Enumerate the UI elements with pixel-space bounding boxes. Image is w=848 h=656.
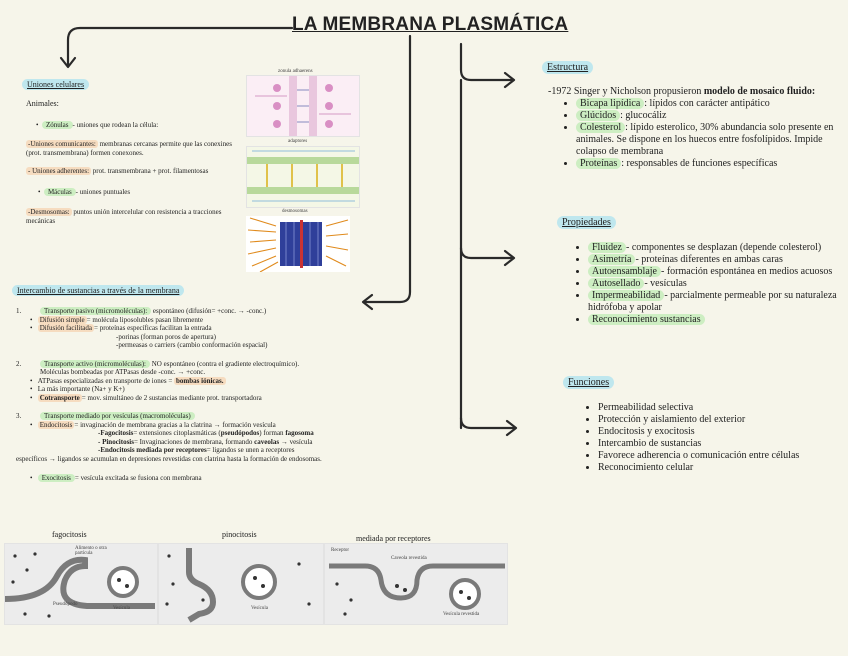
- arrow-uniones: [66, 26, 294, 68]
- fagocitosis-item: -Fagocitosis= extensiones citoplasmática…: [98, 429, 314, 437]
- mas-importante-item: • La más importante (Na+ y K+): [30, 385, 125, 393]
- fagocitosis-caption: fagocitosis: [52, 530, 87, 539]
- funciones-item: Endocitosis y exocitosis: [598, 426, 842, 438]
- funciones-item: Reconocimiento celular: [598, 462, 842, 474]
- pasivo-item: 1.Transporte pasivo (micromoléculas): es…: [16, 307, 267, 315]
- uniones-heading: Uniones celulares: [22, 79, 90, 90]
- fig-label-a: zonula adhaerens: [278, 69, 313, 74]
- estructura-item: Bicapa lipídica: lípidos con carácter an…: [576, 98, 838, 110]
- estructura-content: -1972 Singer y Nicholson propusieron mod…: [548, 86, 838, 170]
- fig-label-c: desmosomas: [282, 209, 308, 214]
- funciones-item: Permeabilidad selectiva: [598, 402, 842, 414]
- intercambio-content: 1.Transporte pasivo (micromoléculas): es…: [16, 307, 406, 483]
- porinas-item: -porinas (forman poros de apertura): [116, 332, 216, 341]
- estructura-heading: Estructura: [542, 61, 594, 74]
- pinocitosis-item: - Pinocitosis= Invaginaciones de membran…: [98, 437, 313, 446]
- fig-label-b: adaptores: [288, 139, 308, 144]
- propiedades-item: Autoensamblaje- formación espontánea en …: [588, 266, 838, 278]
- propiedades-content: Fluidez- componentes se desplazan (depen…: [560, 242, 838, 326]
- propiedades-list: Fluidez- componentes se desplazan (depen…: [560, 242, 838, 326]
- atpasas-item: • ATPasas especializadas en transporte d…: [30, 376, 226, 385]
- receptores-item-2: específicos → ligandos se acumulan en de…: [16, 454, 322, 463]
- arrow-estructura: [459, 42, 514, 82]
- estructura-list: Bicapa lipídica: lípidos con carácter an…: [548, 98, 838, 170]
- arrow-intercambio: [362, 34, 412, 304]
- arrow-funciones: [459, 416, 516, 430]
- fagocitosis-figure: Alimento o otra partícula Pseudópodo Ves…: [4, 543, 158, 625]
- arrow-propiedades: [459, 246, 514, 260]
- propiedades-item: Impermeabilidad- parcialmente permeable …: [588, 290, 838, 314]
- adherentes-item: - Uniones adherentes: prot. transmembran…: [26, 167, 209, 175]
- funciones-item: Protección y aislamiento del exterior: [598, 414, 842, 426]
- estructura-intro: -1972 Singer y Nicholson propusieron mod…: [548, 86, 816, 97]
- difsimple-item: • Difusión simple= molécula liposolubles…: [30, 315, 203, 324]
- vesiculas-item: 3.Transporte mediado por vesículas (macr…: [16, 412, 406, 421]
- desmosomas-figure: [246, 216, 350, 272]
- exocitosis-item: • Exocitosis= vesícula excitada se fusio…: [30, 474, 202, 482]
- funciones-content: Permeabilidad selectiva Protección y ais…: [570, 402, 842, 474]
- pinocitosis-caption: pinocitosis: [222, 530, 257, 539]
- diffac-item: • Difusión facilitada= proteínas específ…: [30, 324, 212, 332]
- pinocitosis-figure: Vesícula: [158, 543, 324, 625]
- desmosomas-item: -Desmosomas: puntos unión intercelular c…: [26, 208, 222, 225]
- adaptores-figure: [246, 146, 360, 208]
- funciones-list: Permeabilidad selectiva Protección y ais…: [570, 402, 842, 474]
- receptores-item: -Endocitosis mediada por receptores= lig…: [98, 446, 295, 454]
- propiedades-item: Reconocimiento sustancias: [588, 314, 838, 326]
- funciones-item: Intercambio de sustancias: [598, 438, 842, 450]
- zonulas-item: • Zónulas- uniones que rodean la célula:: [36, 120, 159, 129]
- activo-item: 2.Transporte activo (micromoléculas): NO…: [16, 359, 300, 368]
- comunicantes-item: -Uniones comunicantes: membranas cercana…: [26, 140, 232, 157]
- zonula-figure: [246, 75, 360, 137]
- propiedades-item: Fluidez- componentes se desplazan (depen…: [588, 242, 838, 254]
- cotransporte-item: • Cotransporte= mov. simultáneo de 2 sus…: [30, 393, 262, 402]
- funciones-heading: Funciones: [563, 376, 615, 389]
- propiedades-item: Asimetría- proteínas diferentes en ambas…: [588, 254, 838, 266]
- propiedades-heading: Propiedades: [557, 216, 616, 229]
- propiedades-item: Autosellado- vesículas: [588, 278, 838, 290]
- intercambio-heading: Intercambio de sustancias a través de la…: [12, 285, 185, 296]
- estructura-item: Proteínas: responsables de funciones esp…: [576, 158, 838, 170]
- maculas-item: • Máculas- uniones puntuales: [38, 187, 131, 196]
- permeasas-item: -permeasas o carriers (cambio conformaci…: [116, 341, 268, 349]
- receptores-figure: Receptor Caveola revestida Vesícula reve…: [324, 543, 508, 625]
- endocitosis-item: • Endocitosis= invaginación de membrana …: [30, 420, 276, 429]
- estructura-item: Glúcidos: glucocáliz: [576, 110, 838, 122]
- uniones-content: Animales: • Zónulas- uniones que rodean …: [26, 99, 246, 225]
- animales-label: Animales:: [26, 99, 59, 108]
- receptores-caption: mediada por receptores: [356, 534, 431, 543]
- activo-item-2: Moléculas bombeadas por ATPasas desde -c…: [40, 368, 206, 376]
- funciones-item: Favorece adherencia o comunicación entre…: [598, 450, 842, 462]
- page-title: LA MEMBRANA PLASMÁTICA: [292, 14, 569, 35]
- estructura-item: Colesterol: lípido esterolico, 30% abund…: [576, 122, 838, 158]
